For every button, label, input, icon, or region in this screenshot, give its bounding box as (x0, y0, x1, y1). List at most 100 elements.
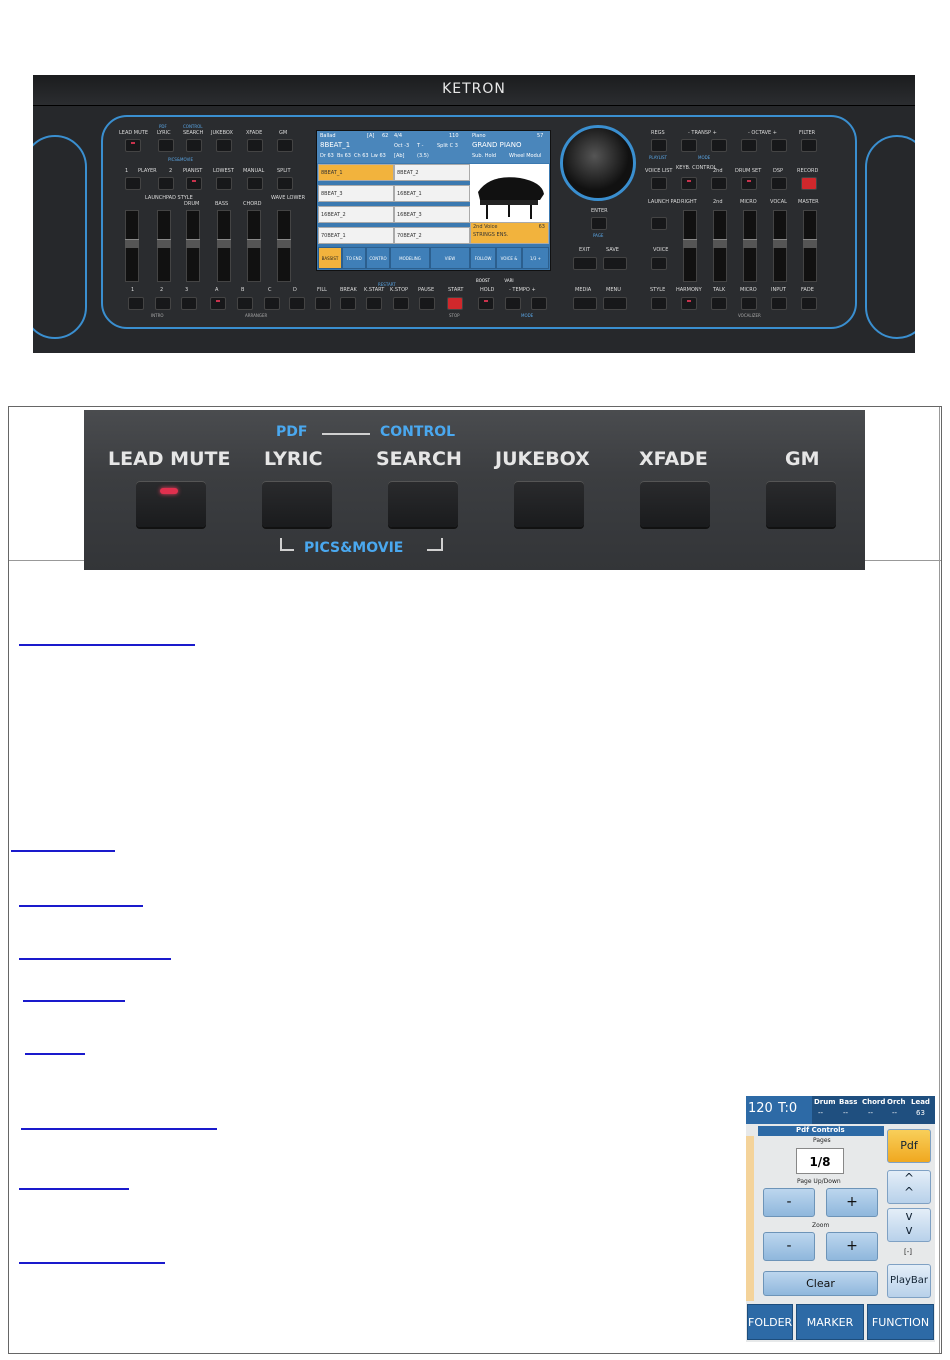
kb-lyric-button[interactable] (158, 139, 174, 152)
kb-input-button[interactable] (771, 297, 787, 310)
playbar-button[interactable]: PlayBar (887, 1264, 931, 1298)
closeup-lead-mute-button[interactable] (136, 481, 206, 527)
kb-talk-button[interactable] (711, 297, 727, 310)
link-underline[interactable] (11, 850, 115, 852)
lcd-cell[interactable]: 8BEAT_3 (318, 185, 394, 202)
lcd-cell[interactable]: 8BEAT_1 (318, 164, 394, 181)
lcd-cell[interactable]: 8BEAT_2 (394, 164, 470, 181)
kb-save-button[interactable] (603, 257, 627, 270)
kb-drumset-button[interactable] (741, 177, 757, 190)
kb-slider-1[interactable] (125, 210, 139, 282)
kb-keyb-control-button[interactable] (681, 177, 697, 190)
kb-pause-button[interactable] (419, 297, 435, 310)
lcd-tab[interactable]: BASSIST (318, 247, 342, 269)
kb-filter-button[interactable] (801, 139, 817, 152)
pdf-button[interactable]: Pdf (887, 1129, 931, 1163)
scroll-up-button[interactable]: ^^ (887, 1170, 931, 1204)
kb-xfade-button[interactable] (247, 139, 263, 152)
closeup-search-button[interactable] (388, 481, 458, 527)
clear-button[interactable]: Clear (763, 1271, 878, 1296)
lcd-tab[interactable]: VIEW (430, 247, 470, 269)
page-down-button[interactable]: - (763, 1188, 815, 1217)
lcd-tab[interactable]: VOICE & VARI (496, 247, 522, 283)
lcd-cell[interactable]: 70BEAT_1 (318, 227, 394, 244)
data-dial[interactable] (560, 125, 636, 201)
closeup-gm-button[interactable] (766, 481, 836, 527)
kb-octave-plus-button[interactable] (771, 139, 787, 152)
page-up-button[interactable]: + (826, 1188, 878, 1217)
kb-slider-r3[interactable] (743, 210, 757, 282)
kb-tempo-plus-button[interactable] (531, 297, 547, 310)
kb-micro-b-button[interactable] (741, 297, 757, 310)
lcd-tab[interactable]: CONTRO (366, 247, 390, 269)
lcd-tab[interactable]: FOLLOW BOOST (470, 247, 496, 283)
link-underline[interactable] (23, 1000, 125, 1002)
kb-slider-4[interactable] (217, 210, 231, 282)
kb-slider-6[interactable] (277, 210, 291, 282)
zoom-in-button[interactable]: + (826, 1232, 878, 1261)
function-tab[interactable]: FUNCTION (867, 1304, 934, 1340)
kb-kstop-button[interactable] (393, 297, 409, 310)
kb-2nd-button[interactable] (711, 177, 727, 190)
lcd-2nd-voice[interactable]: 2nd Voice 63 STRINGS ENS. (470, 222, 549, 244)
kb-fade-button[interactable] (801, 297, 817, 310)
lcd-cell[interactable]: 16BEAT_2 (318, 206, 394, 223)
kb-exit-button[interactable] (573, 257, 597, 270)
kb-lead-mute-button[interactable] (125, 139, 141, 152)
kb-record-button[interactable] (801, 177, 817, 190)
kb-slider-r4[interactable] (773, 210, 787, 282)
link-underline[interactable] (21, 1128, 217, 1130)
kb-player1-button[interactable] (125, 177, 141, 190)
lcd-cell[interactable]: 70BEAT_2 (394, 227, 470, 244)
link-underline[interactable] (19, 1262, 165, 1264)
marker-tab[interactable]: MARKER (796, 1304, 864, 1340)
link-underline[interactable] (19, 905, 143, 907)
kb-slider-5[interactable] (247, 210, 261, 282)
kb-hold-button[interactable] (478, 297, 494, 310)
kb-tempo-minus-button[interactable] (505, 297, 521, 310)
folder-tab[interactable]: FOLDER (747, 1304, 793, 1340)
kb-fill-button[interactable] (315, 297, 331, 310)
lcd-tab[interactable]: 1/3 + (522, 247, 549, 269)
link-underline[interactable] (19, 644, 195, 646)
kb-arr-d-button[interactable] (289, 297, 305, 310)
kb-lowest-button[interactable] (216, 177, 232, 190)
kb-voice-button[interactable] (651, 257, 667, 270)
kb-dsp-button[interactable] (771, 177, 787, 190)
lcd-tab[interactable]: MODELING (390, 247, 430, 269)
kb-media-button[interactable] (573, 297, 597, 310)
kb-transp-minus-button[interactable] (681, 139, 697, 152)
kb-slider-r2[interactable] (713, 210, 727, 282)
kb-slider-r5[interactable] (803, 210, 817, 282)
kb-kstart-button[interactable] (366, 297, 382, 310)
kb-intro3-button[interactable] (181, 297, 197, 310)
kb-octave-minus-button[interactable] (741, 139, 757, 152)
kb-gm-button[interactable] (277, 139, 293, 152)
kb-enter-button[interactable] (591, 217, 607, 230)
kb-style-button[interactable] (651, 297, 667, 310)
link-underline[interactable] (19, 1188, 129, 1190)
link-underline[interactable] (19, 958, 171, 960)
kb-slider-r1[interactable] (683, 210, 697, 282)
lcd-tab[interactable]: TO END (342, 247, 366, 269)
kb-manual-button[interactable] (247, 177, 263, 190)
kb-intro1-button[interactable] (128, 297, 144, 310)
kb-search-button[interactable] (186, 139, 202, 152)
closeup-xfade-button[interactable] (640, 481, 710, 527)
zoom-out-button[interactable]: - (763, 1232, 815, 1261)
kb-split-button[interactable] (277, 177, 293, 190)
kb-jukebox-button[interactable] (216, 139, 232, 152)
kb-launchpad-r-button[interactable] (651, 217, 667, 230)
kb-pianist-button[interactable] (186, 177, 202, 190)
kb-player2-button[interactable] (158, 177, 174, 190)
kb-slider-3[interactable] (186, 210, 200, 282)
closeup-lyric-button[interactable] (262, 481, 332, 527)
kb-arr-a-button[interactable] (210, 297, 226, 310)
kb-harmony-button[interactable] (681, 297, 697, 310)
kb-break-button[interactable] (340, 297, 356, 310)
closeup-jukebox-button[interactable] (514, 481, 584, 527)
kb-slider-2[interactable] (157, 210, 171, 282)
kb-voicelist-button[interactable] (651, 177, 667, 190)
link-underline[interactable] (25, 1053, 85, 1055)
